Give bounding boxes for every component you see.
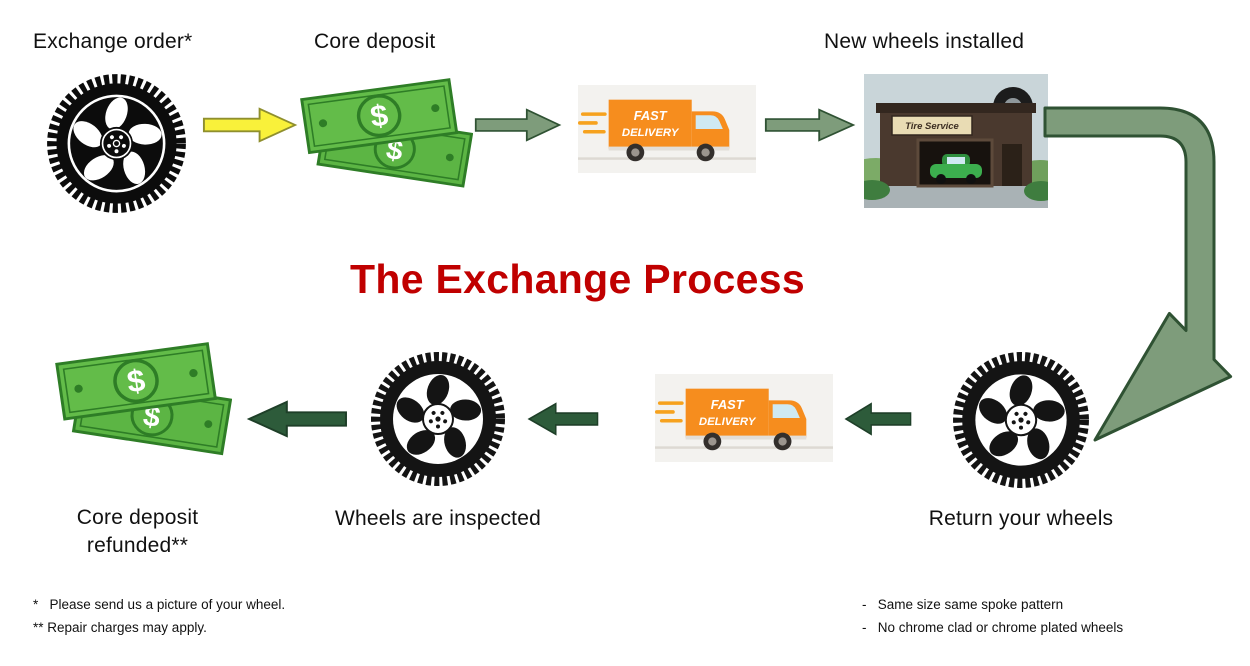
wheel-icon-return <box>950 349 1092 491</box>
wheel-icon-exchange-order <box>44 71 189 216</box>
footnote-repair-charges: ** Repair charges may apply. <box>33 620 207 635</box>
delivery-truck-icon-return <box>655 374 833 462</box>
label-wheels-are-inspected: Wheels are inspected <box>335 507 541 530</box>
page-title: The Exchange Process <box>350 256 805 302</box>
arrow-right-icon-shipping-to-install <box>764 108 856 142</box>
label-core-deposit-refunded-line1: Core deposit <box>76 506 199 529</box>
arrow-right-icon-deposit-to-shipping <box>474 108 562 142</box>
arrow-left-icon-return-to-shipping <box>844 402 912 436</box>
arrow-right-icon-exchange-to-deposit <box>202 107 298 143</box>
money-icon-refund <box>52 342 232 468</box>
label-return-your-wheels: Return your wheels <box>928 507 1114 530</box>
arrow-left-icon-shipping-to-inspect <box>527 402 599 436</box>
money-icon-core-deposit <box>297 78 473 200</box>
footnote-same-size-spoke: - Same size same spoke pattern <box>862 597 1064 612</box>
footnote-no-chrome: - No chrome clad or chrome plated wheels <box>862 620 1124 635</box>
label-core-deposit-refunded-line2: refunded** <box>86 534 189 557</box>
arrow-left-icon-inspect-to-refund <box>246 400 348 438</box>
wheel-icon-inspected <box>368 349 508 489</box>
label-new-wheels-installed: New wheels installed <box>824 30 1025 53</box>
tire-service-shop-icon <box>864 74 1048 208</box>
footnote-picture-of-wheel: * Please send us a picture of your wheel… <box>33 597 286 612</box>
label-core-deposit-refunded: Core deposit refunded** <box>30 504 245 560</box>
curved-arrow-down-icon <box>1043 106 1233 442</box>
delivery-truck-icon-outbound <box>578 85 756 173</box>
label-exchange-order: Exchange order* <box>33 30 193 53</box>
label-core-deposit: Core deposit <box>314 30 436 53</box>
